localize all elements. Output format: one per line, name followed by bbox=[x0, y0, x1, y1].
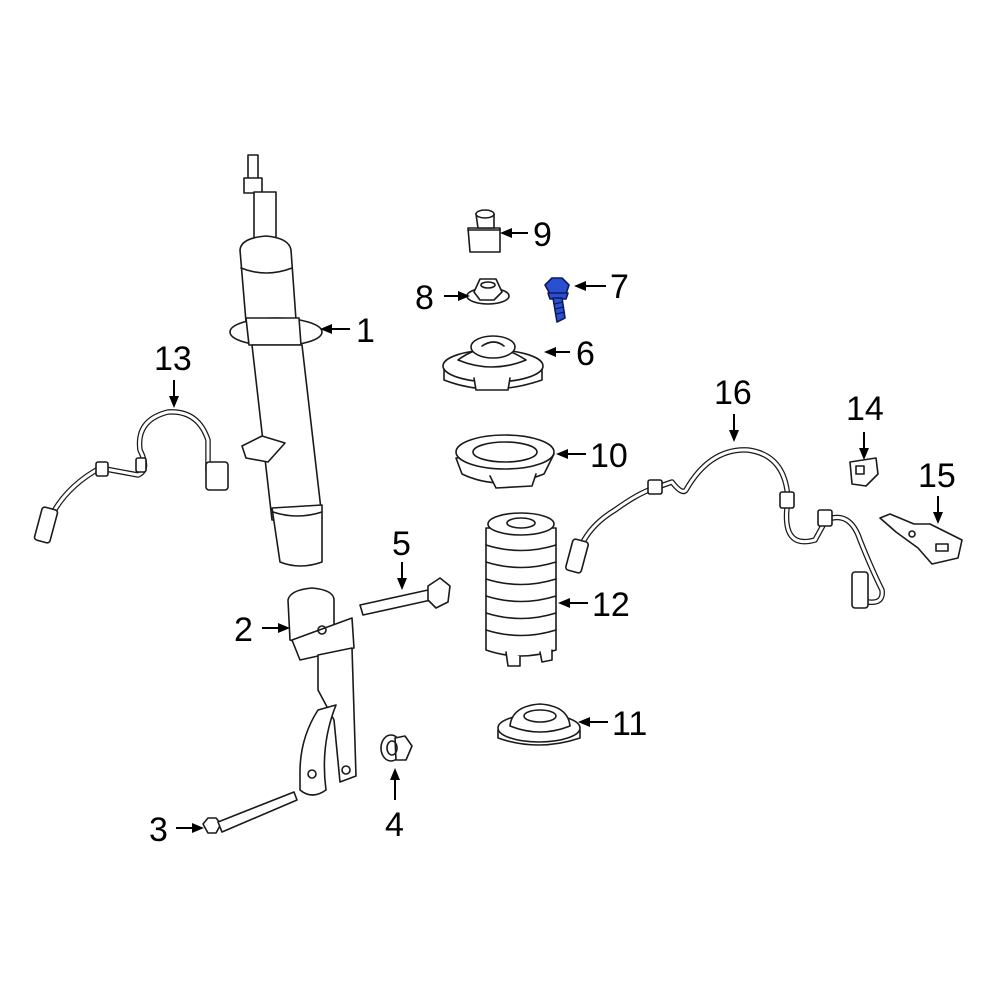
callout-number: 16 bbox=[714, 374, 752, 412]
callout-12: 12 bbox=[558, 586, 630, 624]
callout-1: 1 bbox=[320, 312, 375, 350]
callout-4: 4 bbox=[385, 768, 404, 844]
callout-10: 10 bbox=[556, 437, 628, 475]
part-bolt bbox=[359, 577, 451, 616]
callout-9: 9 bbox=[500, 216, 552, 254]
callout-number: 15 bbox=[918, 457, 956, 495]
part-strut-assembly bbox=[229, 154, 323, 567]
callout-11: 11 bbox=[578, 705, 647, 743]
callout-number: 3 bbox=[149, 811, 168, 849]
callout-13: 13 bbox=[154, 340, 192, 408]
callout-14: 14 bbox=[846, 390, 884, 460]
part-harness-clip bbox=[849, 457, 879, 487]
part-spring-seat-upper bbox=[455, 434, 555, 489]
part-upper-mount bbox=[442, 335, 544, 391]
part-dust-boot bbox=[485, 512, 557, 667]
callout-number: 12 bbox=[592, 586, 630, 624]
callout-16: 16 bbox=[714, 374, 752, 442]
callout-number: 1 bbox=[356, 312, 375, 350]
callout-7: 7 bbox=[574, 268, 629, 306]
part-strut-bracket bbox=[287, 587, 357, 796]
callout-number: 10 bbox=[590, 437, 628, 475]
callout-number: 11 bbox=[612, 705, 647, 743]
callout-number: 5 bbox=[392, 525, 411, 563]
callout-5: 5 bbox=[392, 525, 411, 590]
callout-6: 6 bbox=[544, 335, 595, 373]
callout-2: 2 bbox=[234, 611, 290, 649]
callout-number: 13 bbox=[154, 340, 192, 378]
part-harness-bracket bbox=[879, 513, 963, 565]
part-nut bbox=[466, 278, 510, 305]
part-wiring-harness-right bbox=[565, 447, 885, 609]
callout-number: 7 bbox=[610, 268, 629, 306]
callout-number: 14 bbox=[846, 390, 884, 428]
part-wiring-harness-left bbox=[33, 409, 229, 544]
callout-number: 8 bbox=[415, 279, 434, 317]
part-flange-nut bbox=[380, 734, 413, 762]
callout-8: 8 bbox=[415, 279, 470, 317]
callout-15: 15 bbox=[918, 457, 956, 524]
callout-number: 2 bbox=[234, 611, 253, 649]
callout-number: 6 bbox=[576, 335, 595, 373]
part-bolt-long bbox=[202, 791, 298, 834]
callout-number: 9 bbox=[533, 216, 552, 254]
callout-number: 4 bbox=[385, 806, 404, 844]
part-spring-seat-lower bbox=[497, 703, 581, 746]
callout-3: 3 bbox=[149, 811, 204, 849]
part-bump-stop-cap bbox=[467, 209, 501, 253]
part-mount-bolt-highlighted bbox=[544, 277, 570, 323]
